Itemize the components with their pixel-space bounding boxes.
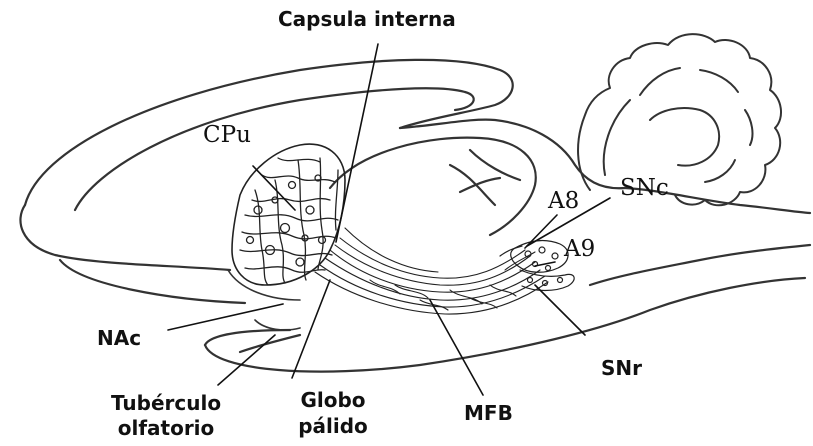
label-tuberculo-line2: olfatorio: [101, 418, 231, 438]
label-mfb: MFB: [464, 403, 513, 423]
label-capsula-interna: Capsula interna: [278, 9, 456, 29]
label-tuberculo-line1: Tubérculo: [101, 393, 231, 413]
cpu-region: [232, 144, 345, 285]
label-a8: A8: [548, 190, 579, 213]
label-nac: NAc: [97, 328, 141, 348]
leader-snr: [535, 285, 585, 335]
ventral-structures: [228, 270, 300, 330]
label-snc: SNc: [620, 177, 669, 200]
leader-capsula-interna: [336, 44, 378, 242]
label-snr: SNr: [601, 358, 642, 378]
brain-outline: [20, 60, 810, 372]
label-cpu: CPu: [203, 124, 251, 147]
label-globo-line2: pálido: [288, 416, 378, 436]
label-a9: A9: [564, 238, 595, 261]
label-globo-line1: Globo: [288, 390, 378, 410]
label-globo-palido: Globo pálido: [288, 390, 378, 436]
cerebellum: [578, 34, 781, 205]
label-tuberculo-olfatorio: Tubérculo olfatorio: [101, 393, 231, 438]
